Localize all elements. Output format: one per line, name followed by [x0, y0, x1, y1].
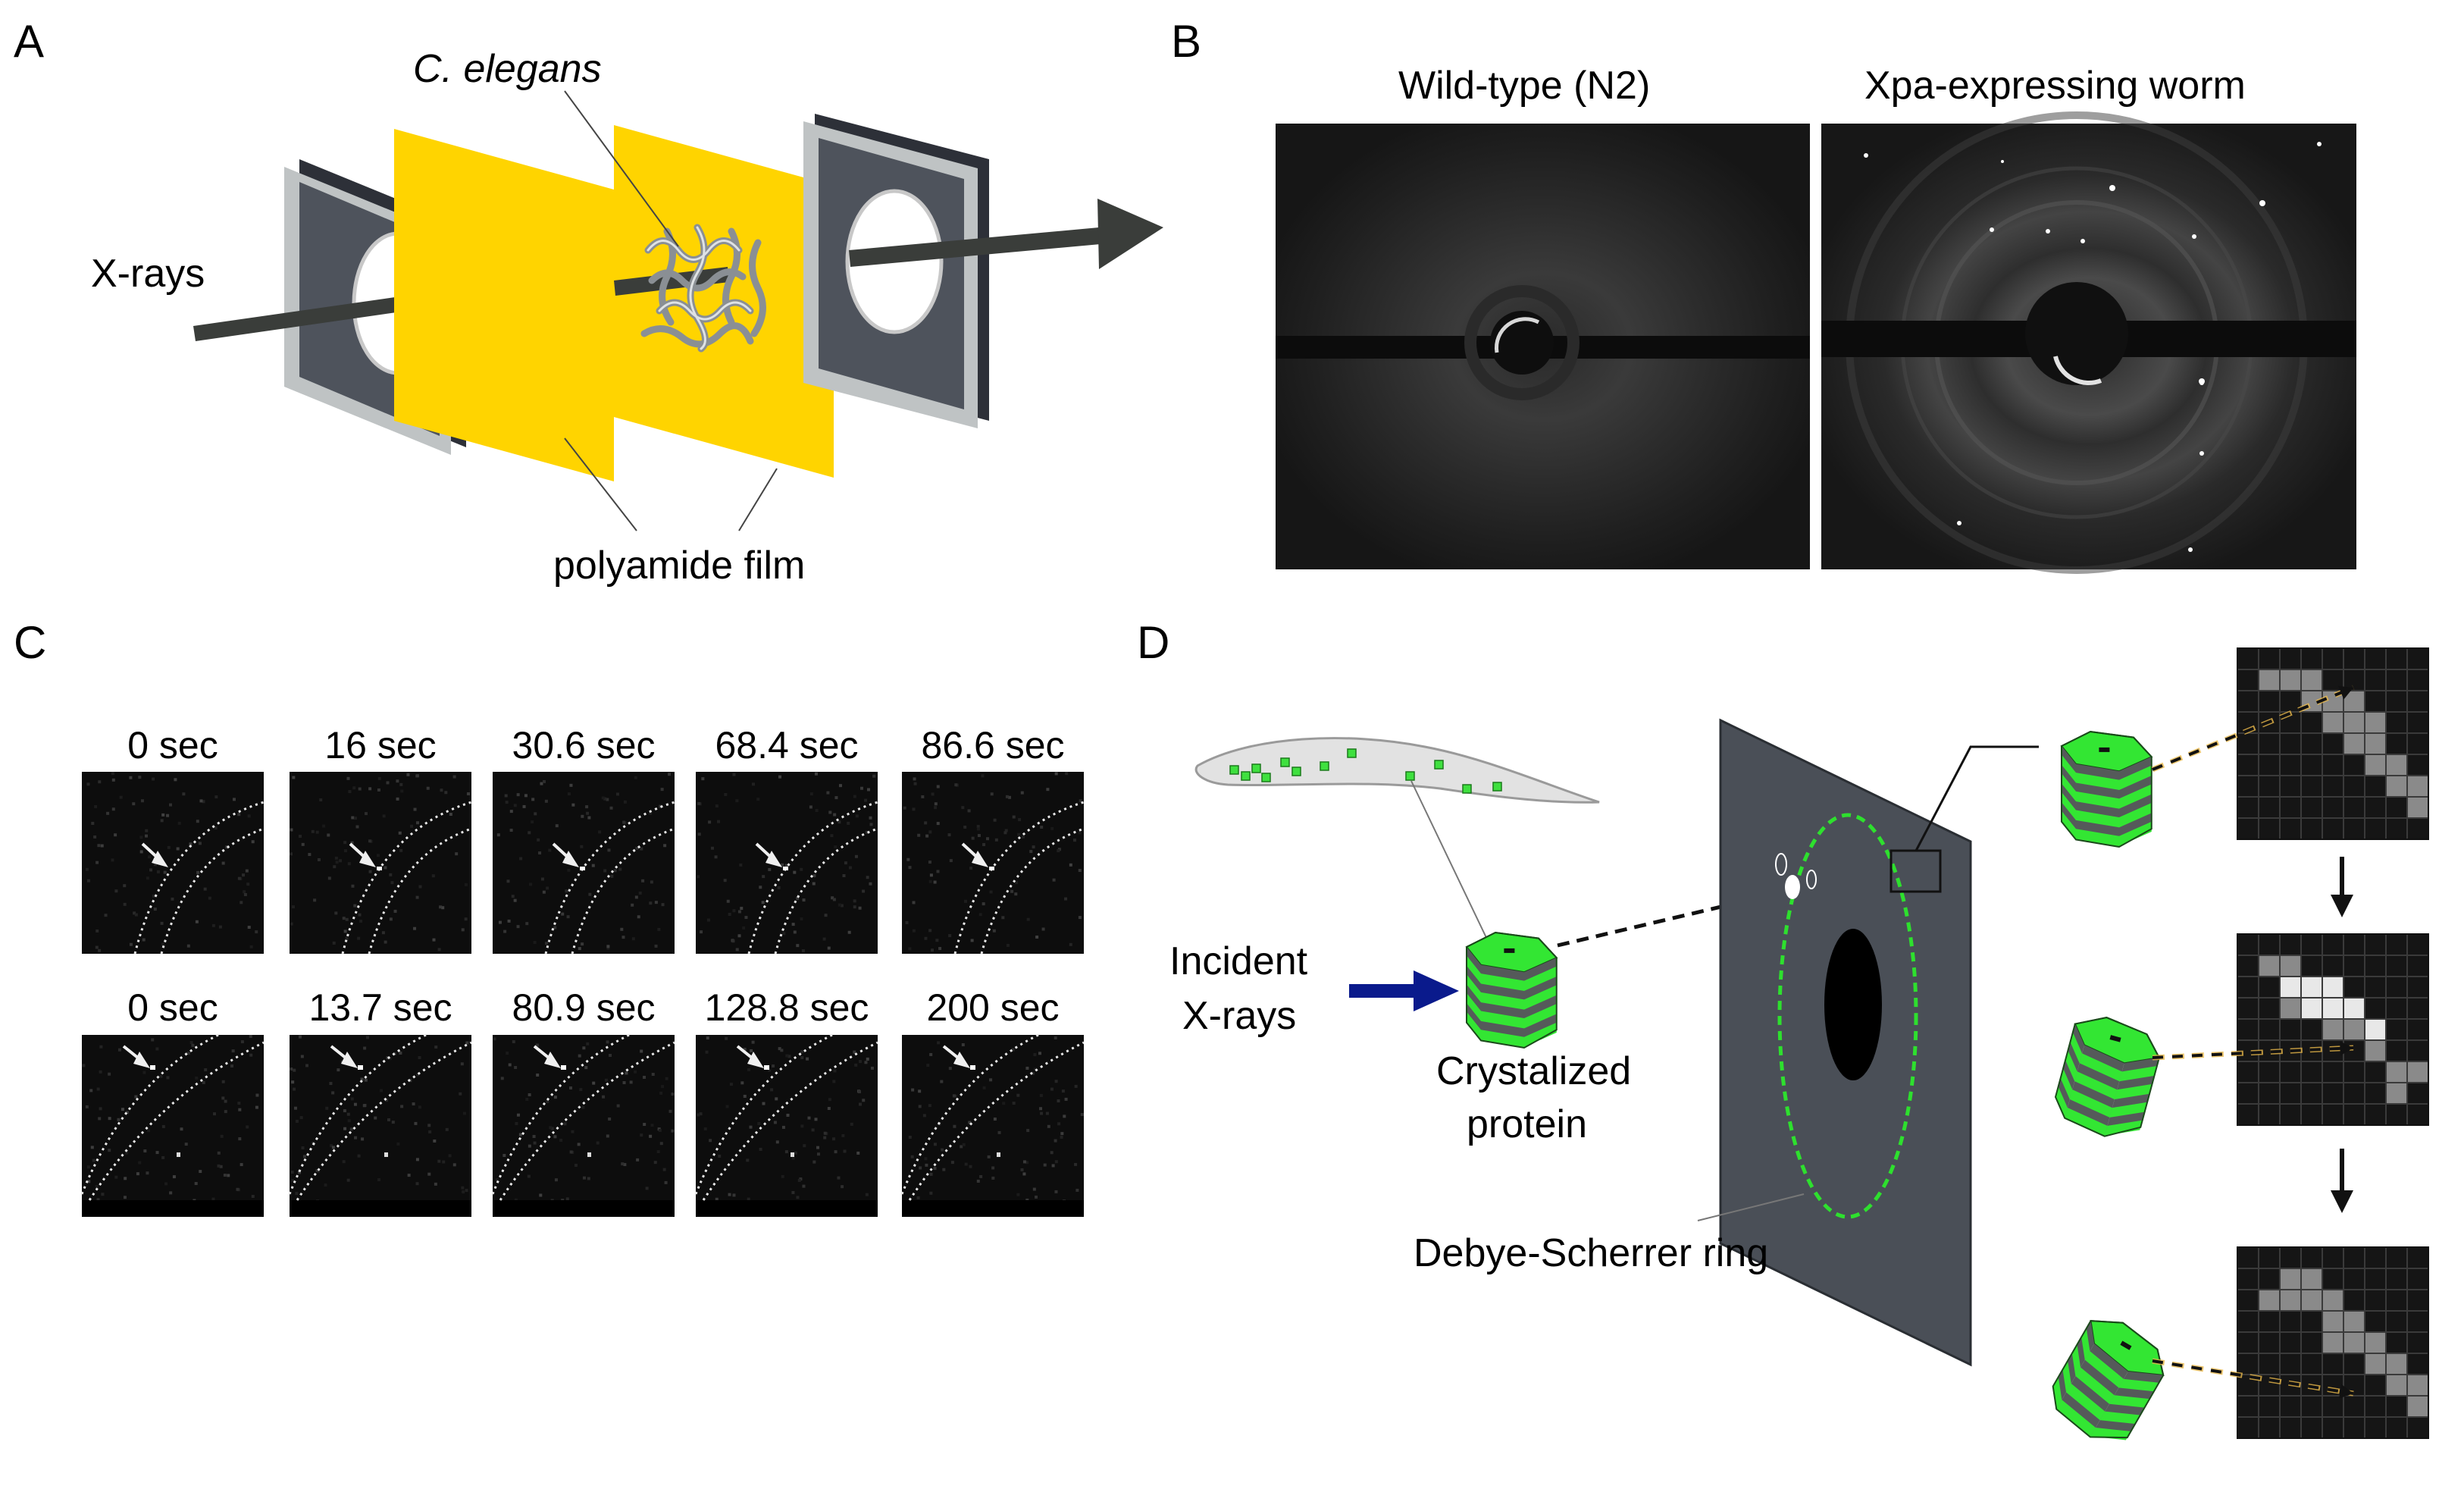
- down-arrow-icon: [2331, 857, 2353, 917]
- time-label: 200 sec: [926, 986, 1059, 1029]
- time-label: 0 sec: [127, 724, 218, 767]
- incident-xray-arrow-icon: [1349, 970, 1459, 1011]
- time-frame: [696, 772, 878, 955]
- panel-d: D Incident X-rays Crystalized protein: [1137, 617, 2429, 1441]
- right-window-frame: [803, 114, 989, 428]
- beam-arrowhead-icon: [1097, 199, 1163, 269]
- time-label: 30.6 sec: [512, 724, 655, 767]
- time-series-grid: 0 sec 16 sec 30.6 sec 68.4 sec 86.6 sec 0 sec…: [80, 724, 1085, 1217]
- crystal-icon: [2060, 730, 2153, 848]
- time-frame: [493, 772, 675, 955]
- debye-scherrer-ring: [1777, 813, 1918, 1219]
- crystal-icon: [2052, 1320, 2165, 1441]
- ring-label: Debye-Scherrer ring: [1414, 1231, 1768, 1275]
- xpa-title: Xpa-expressing worm: [1864, 64, 2246, 108]
- beam-stop: [1824, 929, 1882, 1080]
- time-frame: [900, 1033, 1085, 1217]
- pixel-grid: [2237, 647, 2429, 840]
- time-label: 68.4 sec: [715, 724, 858, 767]
- crystal-label-line1: Crystalized: [1436, 1049, 1631, 1093]
- xray-beam-left: [193, 292, 434, 341]
- ray-arrowhead-icon: [2338, 685, 2353, 700]
- time-label: 0 sec: [127, 986, 218, 1029]
- ring-leader-line: [1697, 1193, 1805, 1221]
- time-label: 16 sec: [324, 724, 436, 767]
- xrays-label: X-rays: [91, 252, 205, 296]
- xpa-diffraction-image: [1821, 111, 2356, 574]
- time-frame: [288, 1033, 472, 1217]
- crystal-label-line2: protein: [1467, 1102, 1587, 1146]
- time-frame: [491, 1033, 675, 1217]
- zoom-leader-line: [1915, 745, 2039, 851]
- panel-b: B Wild-type (N2) Xpa-expressing worm: [1171, 16, 2356, 574]
- film-label: polyamide film: [553, 544, 805, 588]
- crystal-icon: [1465, 931, 1558, 1049]
- incident-label-line2: X-rays: [1182, 994, 1296, 1038]
- worm-leader-line: [1410, 780, 1490, 945]
- pixel-grid-stack: [2052, 647, 2429, 1441]
- panel-c-label: C: [14, 617, 46, 668]
- time-frame: [694, 1033, 878, 1217]
- panel-a-label: A: [14, 16, 44, 67]
- time-label: 13.7 sec: [308, 986, 452, 1029]
- time-label: 128.8 sec: [705, 986, 869, 1029]
- ray-arrowhead-icon: [2339, 1041, 2353, 1056]
- pixel-grid: [2237, 933, 2429, 1126]
- polyamide-film-1: [394, 129, 614, 481]
- time-label: 80.9 sec: [512, 986, 655, 1029]
- wildtype-diffraction-image: [1276, 124, 1810, 569]
- time-frame: [902, 772, 1085, 955]
- worm-illustration: [1194, 737, 1600, 804]
- incident-label-line1: Incident: [1169, 939, 1308, 983]
- film-leader-line-2: [738, 468, 778, 531]
- panel-b-label: B: [1171, 16, 1201, 67]
- pixel-grid: [2237, 1246, 2429, 1439]
- down-arrow-icon: [2331, 1149, 2353, 1213]
- wildtype-title: Wild-type (N2): [1398, 64, 1650, 108]
- film-leader-line-1: [564, 437, 637, 531]
- crystal-icon: [2054, 1016, 2161, 1137]
- organism-label: C. elegans: [413, 47, 602, 91]
- panel-d-label: D: [1137, 617, 1169, 668]
- panel-a: A: [14, 16, 1163, 588]
- zoom-box: [1889, 849, 1942, 893]
- time-frame: [82, 772, 265, 955]
- time-frame: [80, 1033, 265, 1217]
- xray-beam-right: [849, 227, 1101, 267]
- detector-plate: [1719, 718, 1972, 1367]
- time-frame: [290, 772, 472, 955]
- ray-arrowhead-icon: [2339, 1384, 2353, 1399]
- time-label: 86.6 sec: [921, 724, 1064, 767]
- organism-leader-line: [564, 90, 679, 247]
